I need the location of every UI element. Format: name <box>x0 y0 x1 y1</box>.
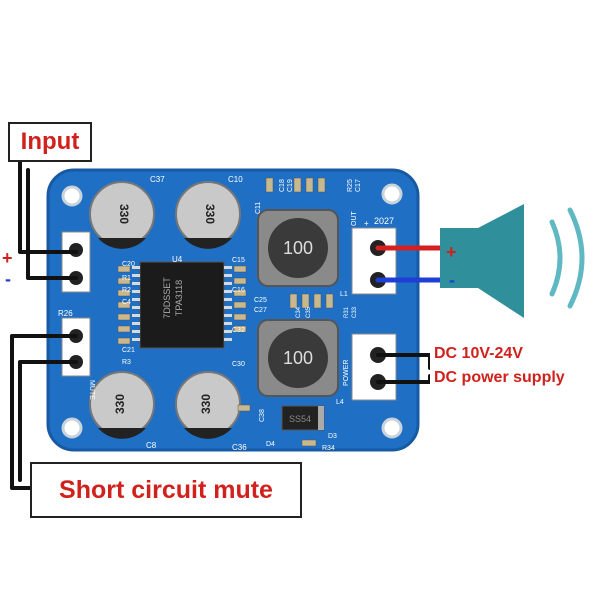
inductor-top-value: 100 <box>283 238 313 258</box>
silk-c27: C27 <box>254 307 267 314</box>
speaker-wires <box>375 245 449 283</box>
smd-components <box>117 177 334 447</box>
silk-u4: U4 <box>172 255 183 264</box>
silk-power: POWER <box>343 360 350 386</box>
diode <box>281 405 325 431</box>
silk-c38: C38 <box>259 409 266 422</box>
input-minus-mark: - <box>5 269 11 289</box>
speaker-minus-mark: - <box>449 270 455 290</box>
power-terminal <box>351 333 397 401</box>
input-callout: Input <box>8 122 92 162</box>
silk-c21: C21 <box>122 347 135 354</box>
silk-c8: C8 <box>146 441 157 450</box>
diode-label: SS54 <box>289 414 311 424</box>
inductor-top <box>257 209 339 287</box>
silk-c19: C19 <box>287 179 294 192</box>
silk-l4: L4 <box>336 399 344 406</box>
cap-bl-value: 330 <box>113 394 127 414</box>
silk-c18: C18 <box>279 179 286 192</box>
cap-tl-value: 330 <box>117 204 131 224</box>
speaker-plus-mark: + <box>446 242 457 262</box>
silk-r25: R25 <box>347 179 354 192</box>
silk-mute: MUTE <box>88 380 95 400</box>
cap-tr-value: 330 <box>203 204 217 224</box>
silk-r31: R31 <box>344 306 350 318</box>
capacitor-bottom-left <box>89 371 155 439</box>
mute-callout: Short circuit mute <box>30 462 302 518</box>
silk-c4: C4 <box>122 299 131 306</box>
mute-wires <box>10 334 78 490</box>
chip-marking-2: 7DDSSET <box>162 277 172 319</box>
capacitor-bottom-right <box>175 371 241 439</box>
output-terminal <box>351 227 397 295</box>
silk-c25: C25 <box>254 297 267 304</box>
silk-c36: C36 <box>232 443 247 452</box>
capacitor-top-right <box>175 181 241 249</box>
silk-out: OUT <box>351 211 358 227</box>
speaker-icon <box>440 204 524 318</box>
silk-out-plus: + <box>364 219 369 228</box>
silk-r1: R1 <box>122 275 131 282</box>
silk-c15: C15 <box>232 257 245 264</box>
silk-l1: L1 <box>340 291 348 298</box>
silk-d4: D4 <box>266 441 275 448</box>
power-callout: DC 10V-24V DC power supply <box>430 342 598 394</box>
silk-c11: C11 <box>255 202 262 214</box>
silk-c32: C32 <box>232 327 245 334</box>
inductor-bottom <box>257 319 339 397</box>
inductor-bottom-value: 100 <box>283 348 313 368</box>
power-voltage-label: DC 10V-24V <box>434 345 523 362</box>
silk-c10: C10 <box>228 175 243 184</box>
amplifier-chip <box>132 261 232 349</box>
silk-r2: R2 <box>122 287 131 294</box>
silk-year: 2027 <box>374 216 394 226</box>
silk-d3: D3 <box>328 433 337 440</box>
mounting-holes <box>61 183 403 439</box>
input-header <box>61 231 91 293</box>
silk-c35: C35 <box>306 306 312 318</box>
silk-c16: C16 <box>232 287 245 294</box>
input-plus-mark: + <box>2 248 13 268</box>
silk-r34: R34 <box>322 445 335 452</box>
silk-c20: C20 <box>122 261 135 268</box>
silk-r3: R3 <box>122 359 131 366</box>
input-wires <box>18 156 78 280</box>
silk-c37: C37 <box>150 175 165 184</box>
silk-c30: C30 <box>232 361 245 368</box>
power-supply-label: DC power supply <box>434 369 565 386</box>
silk-c33: C33 <box>352 306 358 318</box>
chip-marking-1: TPA3118 <box>174 280 184 316</box>
sound-wave-icon <box>549 207 585 309</box>
silk-c17: C17 <box>355 179 362 192</box>
mute-header <box>61 317 91 377</box>
silk-r26: R26 <box>58 309 73 318</box>
silk-c34: C34 <box>296 306 302 318</box>
cap-br-value: 330 <box>199 394 213 414</box>
capacitor-top-left <box>89 181 155 249</box>
